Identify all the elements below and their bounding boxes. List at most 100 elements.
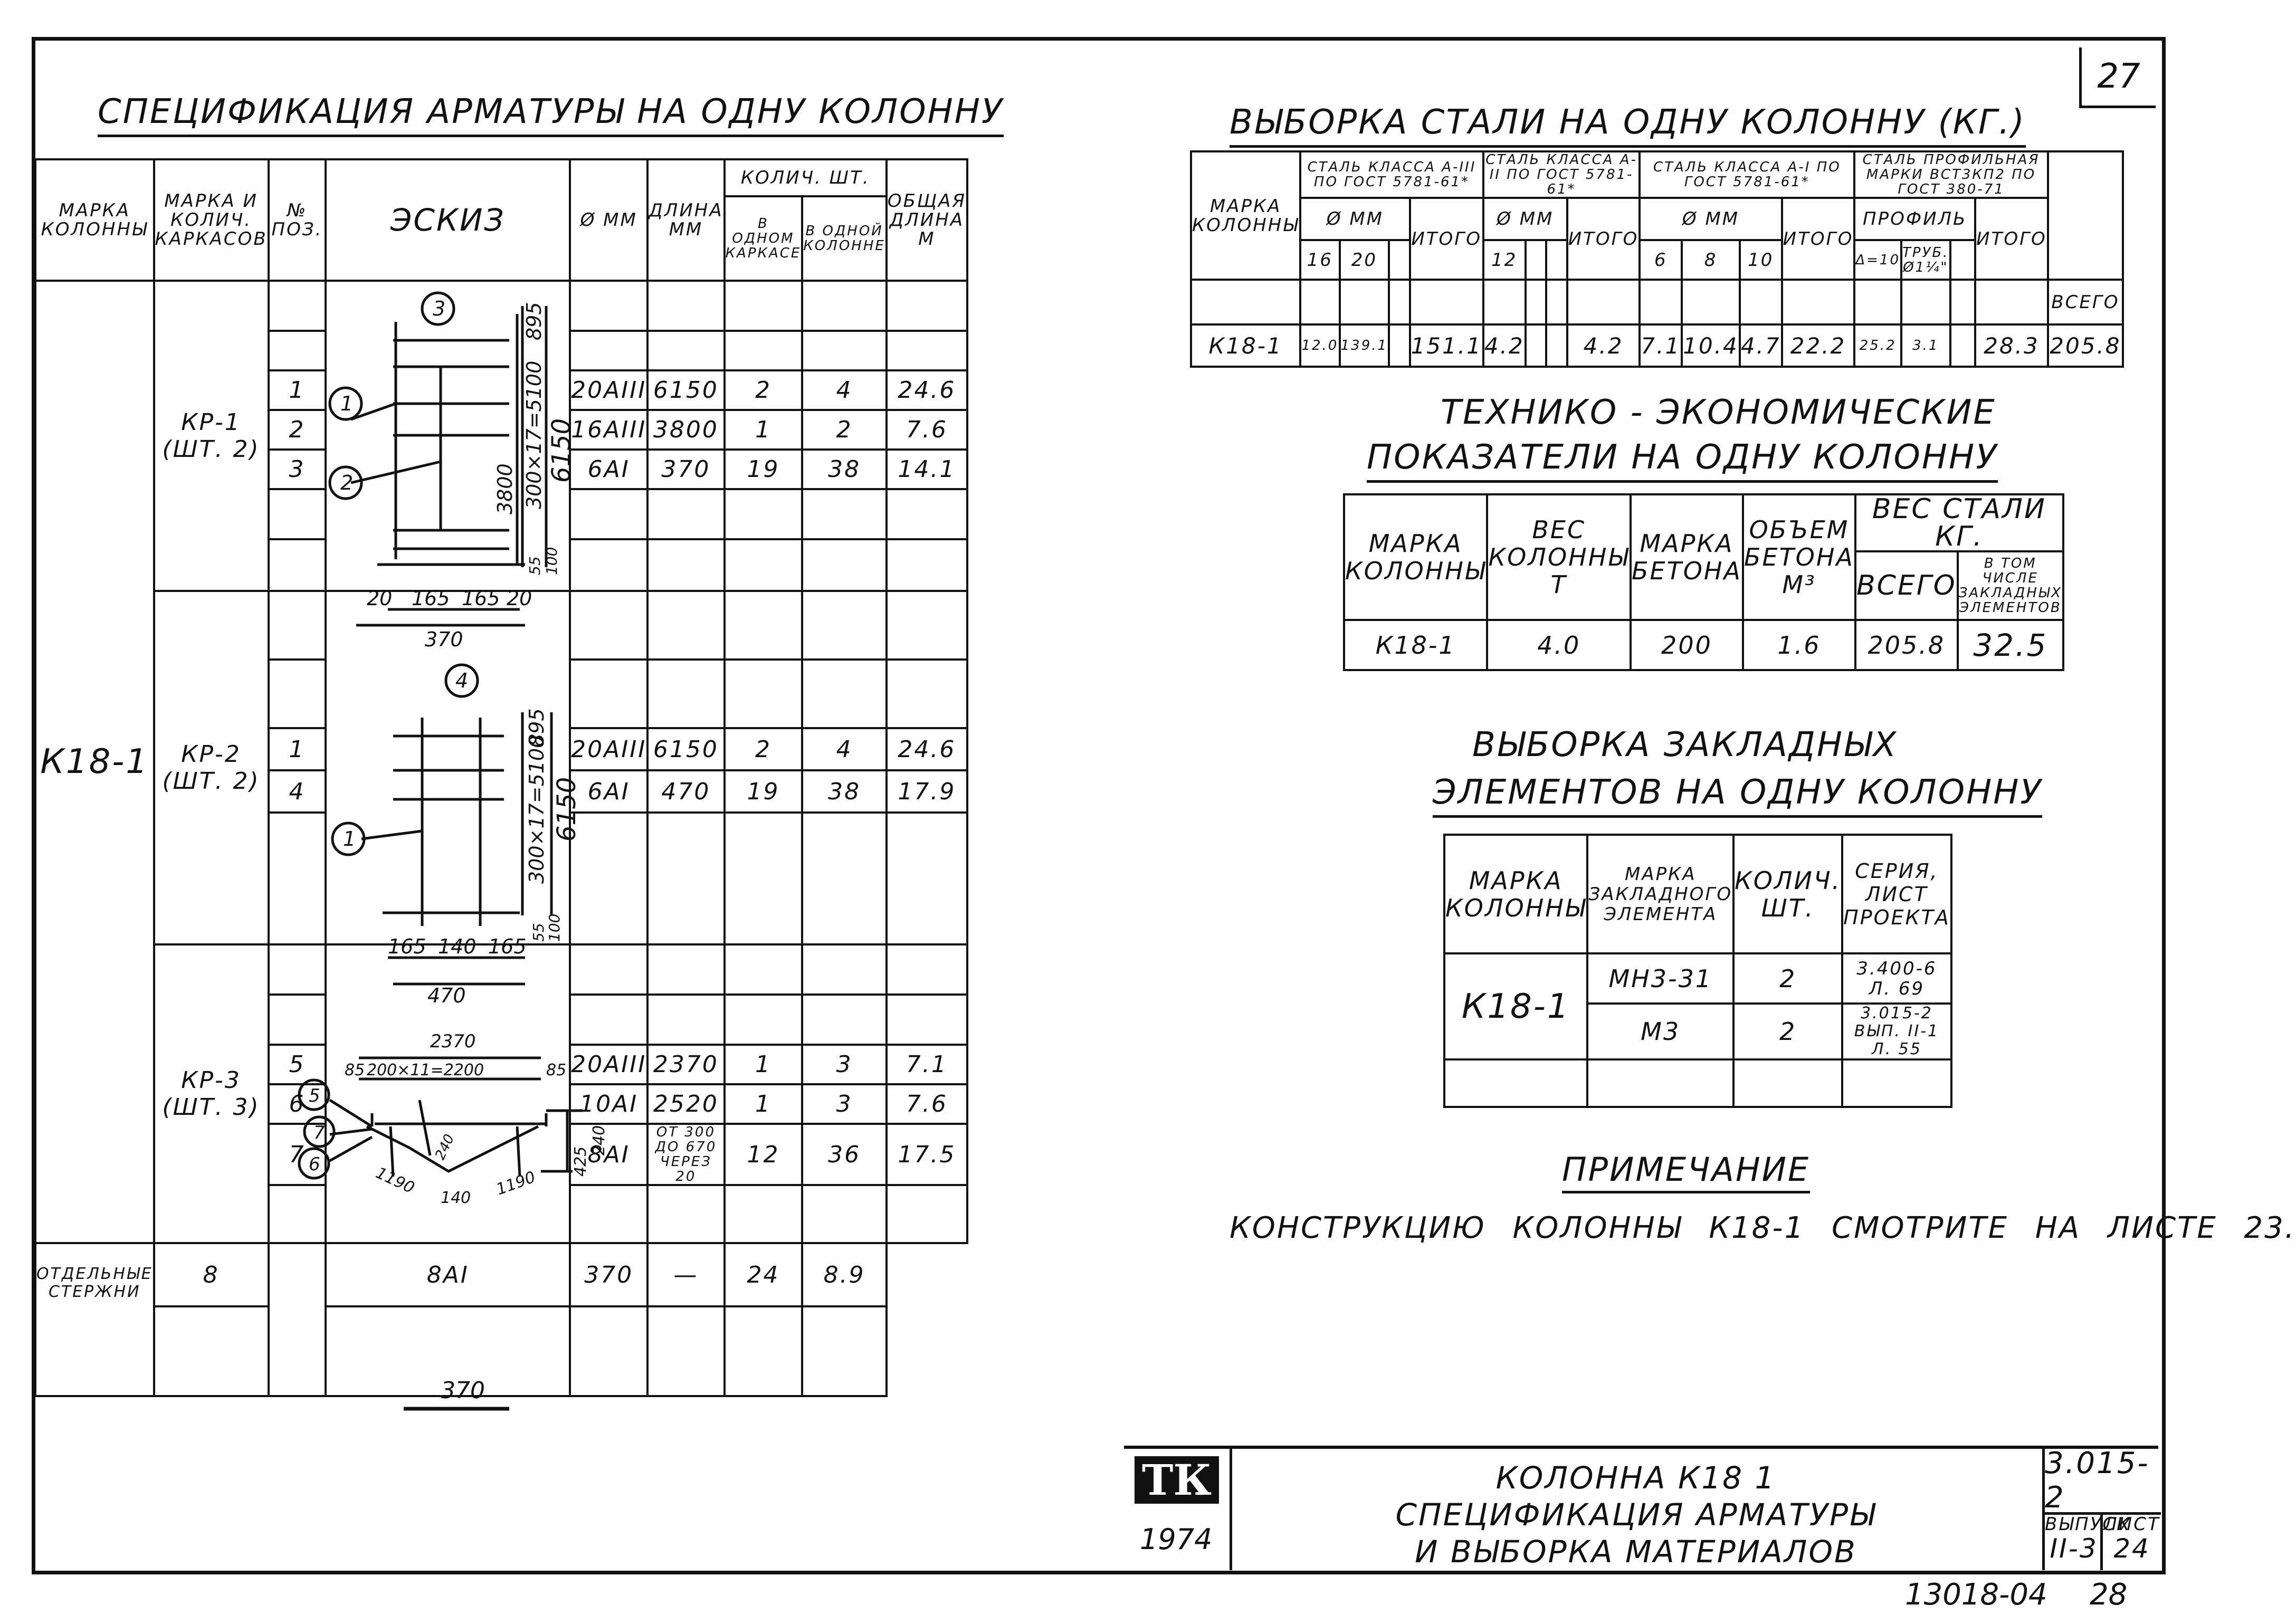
frame-kr2: Кр-2(шт. 2) <box>153 590 270 945</box>
sketch-kr2-dim: 100 <box>546 914 563 942</box>
sketch-kr1-pos-2: 2 <box>340 471 353 494</box>
spec-table: Марка колонны Марка и колич. каркасов № … <box>34 158 969 1397</box>
sketch-kr2-dim: 6150 <box>552 777 582 842</box>
sketch-kr1-dim: 895 <box>522 302 546 340</box>
sketch-kr2-dim: 470 <box>427 984 466 1007</box>
sketch-kr3-dim: 1190 <box>373 1164 417 1198</box>
zak-title-2: элементов на одну колонну <box>1433 773 2043 818</box>
hdr-sketch: Эскиз <box>325 158 571 282</box>
page-number: 28 <box>2090 1578 2128 1612</box>
sketch-kr1-dim: 100 <box>543 547 560 575</box>
sketch-kr2-pos-4: 4 <box>455 669 468 692</box>
note-title: Примечание <box>1562 1150 1811 1193</box>
tek-table: Марка колонны Вес колонны т Марка бетона… <box>1342 493 2064 671</box>
sketch-kr3-dim: 425 <box>571 1147 590 1177</box>
sketch-kr1-dim: 55 <box>526 556 544 575</box>
issue-cell: Выпуск II-3 <box>2042 1512 2129 1570</box>
sketch-kr1-dim: 370 <box>425 628 463 651</box>
column-mark: К18-1 <box>34 280 155 1244</box>
hdr-frame-mark: Марка и колич. каркасов <box>153 158 270 282</box>
steel-hdr-a3: Сталь класса А-III по ГОСТ 5781-61* <box>1299 150 1484 199</box>
sketch-kr2: 1 4 165 140 165 470 895 300×17=5100 6150… <box>331 663 582 1007</box>
tek-title-1: Технико - экономические <box>1441 393 1996 432</box>
sketch-kr1-dim: 20 <box>507 587 532 610</box>
sketch-kr3-pos-5: 5 <box>309 1085 320 1106</box>
hdr-length: Длина мм <box>646 158 726 282</box>
hdr-pos: № поз. <box>267 158 327 282</box>
sketch-kr3-dim: 1190 <box>494 1168 538 1199</box>
sketch-rod-dim: 370 <box>441 1377 485 1404</box>
sketch-kr2-cell <box>325 590 571 945</box>
sketch-kr3: 5 7 6 2370 85 200×11=2200 85 240 425 240… <box>298 1031 608 1207</box>
hdr-qty-frame: в одном каркасе <box>723 195 804 282</box>
sketch-kr2-dim: 140 <box>438 935 477 958</box>
sketch-kr3-dim: 140 <box>441 1189 471 1207</box>
drawing-title: Колонна К18 1 Спецификация арматуры и вы… <box>1395 1460 1876 1570</box>
sketch-kr1: 1 2 3 20 165 165 20 370 895 300×17=5100 … <box>328 291 576 651</box>
frame-rods: Отдельные стержни <box>34 1242 155 1397</box>
zak-title-1: Выборка закладных <box>1472 725 1898 765</box>
sketch-kr3-dim: 85 <box>546 1061 566 1080</box>
sheet-number: 27 <box>2079 47 2156 108</box>
sketch-kr1-pos-1: 1 <box>340 392 353 415</box>
year: 1974 <box>1140 1523 1213 1556</box>
steel-hdr-a2: Сталь класса А-II по ГОСТ 5781-61* <box>1482 150 1641 199</box>
spec-title: Спецификация арматуры на одну колонну <box>98 92 1004 137</box>
sketch-kr1-dim: 165 <box>462 587 500 610</box>
sketch-kr1-dim: 165 <box>412 587 450 610</box>
frame-kr1: Кр-1(шт. 2) <box>153 280 270 592</box>
sketch-kr2-dim: 55 <box>530 923 547 942</box>
sketch-rod: 370 <box>404 1377 509 1411</box>
hdr-col-mark: Марка колонны <box>34 158 155 282</box>
sketch-kr3-dim: 200×11=2200 <box>367 1061 484 1080</box>
steel-title: Выборка стали на одну колонну (кг.) <box>1230 103 2026 148</box>
frame-kr3: Кр-3(шт. 3) <box>153 943 270 1244</box>
series-code: 3.015-2 <box>2042 1446 2161 1515</box>
sketch-kr1-dim: 3800 <box>493 463 517 514</box>
sketch-kr3-dim: 85 <box>345 1061 365 1080</box>
sketch-kr1-dim: 300×17=5100 <box>522 361 546 509</box>
sketch-kr2-dim: 300×17=5100 <box>525 735 548 884</box>
sketch-rod-cell <box>267 1242 327 1397</box>
sketch-kr1-dim: 20 <box>367 587 392 610</box>
sketch-kr3-dim: 240 <box>590 1125 608 1155</box>
sketch-kr3-dim: 240 <box>432 1132 458 1162</box>
logo: ТК 1974 <box>1124 1449 1232 1570</box>
steel-table: Марка колонны Сталь класса А-III по ГОСТ… <box>1189 150 2124 368</box>
sketch-kr2-dim: 165 <box>388 935 426 958</box>
sketch-kr3-pos-6: 6 <box>309 1154 320 1175</box>
sketch-kr3-dim: 2370 <box>430 1031 476 1052</box>
title-block: ТК 1974 Колонна К18 1 Спецификация армат… <box>1124 1446 2161 1570</box>
sketch-kr3-cell <box>325 943 571 1244</box>
sketch-kr2-dim: 165 <box>488 935 527 958</box>
sketch-kr3-pos-7: 7 <box>313 1122 325 1143</box>
sketch-kr2-dim: 895 <box>525 708 548 747</box>
zak-table: Марка колонны Марка закладного элемента … <box>1443 834 1952 1108</box>
drawing-frame <box>32 37 2166 1574</box>
order-number: 13018-04 <box>1905 1578 2047 1612</box>
steel-hdr-mark: Марка колонны <box>1189 150 1302 281</box>
sketch-kr1-pos-3: 3 <box>433 297 445 320</box>
sketch-kr2-pos-1: 1 <box>343 827 356 851</box>
hdr-dia: ø мм <box>569 158 649 282</box>
hdr-qty-col: в одной колонне <box>801 195 888 282</box>
hdr-total: Общая длина м <box>885 158 969 282</box>
hdr-qty: Колич. шт. <box>723 158 888 197</box>
steel-hdr-prof: Сталь профильная марки ВСт3кп2 по ГОСТ 3… <box>1853 150 2049 199</box>
tk-logo: ТК <box>1135 1456 1219 1504</box>
sheet-cell: Лист 24 <box>2100 1512 2161 1570</box>
sketch-kr1-dim: 6150 <box>547 418 576 483</box>
